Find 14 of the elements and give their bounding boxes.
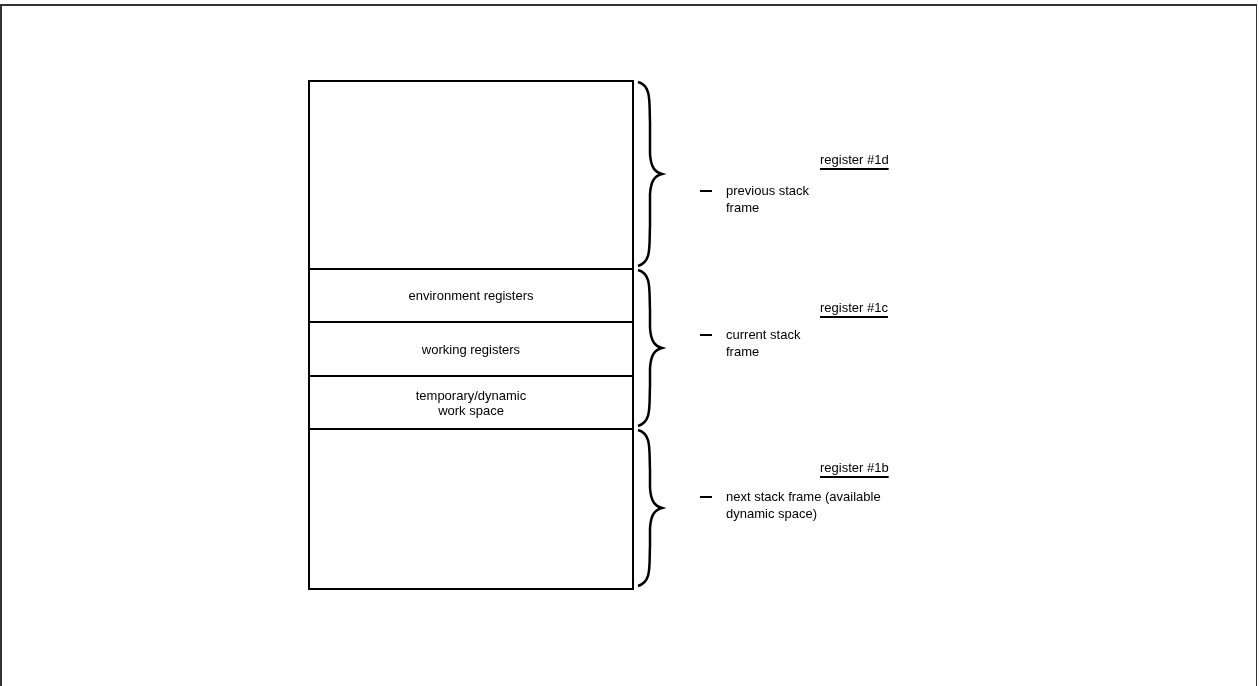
frame-description: previous stack frame [726, 182, 811, 216]
block-label: temporary/dynamic work space [414, 387, 528, 418]
register-label: register #1c [820, 300, 888, 315]
memory-block [308, 321, 634, 377]
memory-block [308, 375, 634, 430]
empty-box [308, 80, 634, 270]
empty-box [308, 428, 634, 590]
block-label: working registers [421, 341, 521, 357]
frame-description: next stack frame (available dynamic space) [726, 488, 882, 522]
frame-description: current stack frame [726, 326, 802, 360]
register-label: register #1b [820, 460, 889, 475]
block-label: environment registers [408, 288, 534, 303]
memory-block [308, 268, 634, 323]
register-label: register #1d [820, 152, 889, 167]
